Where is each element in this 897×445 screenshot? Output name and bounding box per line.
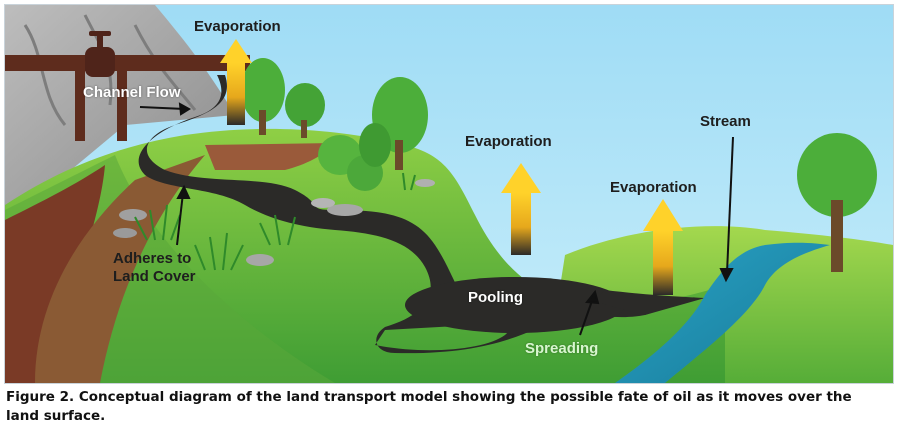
spreading-pointer-head bbox=[585, 289, 600, 305]
label-adheres-line2: Land Cover bbox=[113, 268, 196, 285]
evaporation-arrow-right-shaft bbox=[653, 231, 673, 295]
channel-flow-pointer-head bbox=[178, 102, 191, 116]
label-adheres-line1: Adheres to bbox=[113, 250, 192, 267]
label-pooling: Pooling bbox=[468, 289, 523, 306]
stream-pointer-head bbox=[719, 268, 734, 283]
valve-stem bbox=[97, 33, 103, 49]
oil-spreading-edge bbox=[595, 290, 705, 315]
rocks-group bbox=[113, 179, 435, 266]
evaporation-arrow-middle-shaft bbox=[511, 193, 531, 255]
label-evaporation-right: Evaporation bbox=[610, 179, 697, 196]
label-channel-flow: Channel Flow bbox=[83, 84, 181, 101]
pointer-arrows bbox=[139, 102, 734, 336]
channel-flow-pointer bbox=[139, 106, 186, 110]
label-spreading: Spreading bbox=[525, 340, 599, 357]
pipeline-horizontal bbox=[5, 55, 250, 71]
valve-handle bbox=[89, 31, 111, 36]
oil-pool bbox=[405, 277, 625, 333]
label-evaporation-top: Evaporation bbox=[194, 18, 281, 35]
stream-pointer bbox=[726, 136, 734, 274]
land-transport-diagram: Evaporation Channel Flow Evaporation Eva… bbox=[4, 4, 894, 384]
diagram-illustration bbox=[5, 5, 893, 383]
soil-bank bbox=[5, 165, 105, 383]
label-evaporation-middle: Evaporation bbox=[465, 133, 552, 150]
stream-water bbox=[615, 242, 830, 383]
mulch-slope bbox=[35, 155, 205, 383]
spreading-pointer bbox=[579, 297, 594, 336]
evaporation-arrows bbox=[220, 39, 683, 295]
label-stream: Stream bbox=[700, 113, 751, 130]
pipeline-support-left bbox=[75, 61, 85, 141]
evaporation-arrow-top-head bbox=[220, 39, 252, 63]
trees-group bbox=[241, 58, 877, 272]
adheres-pointer-head bbox=[176, 184, 191, 199]
figure-caption: Figure 2. Conceptual diagram of the land… bbox=[6, 389, 852, 424]
pipeline-valve bbox=[85, 47, 115, 77]
evaporation-arrow-top-shaft bbox=[227, 63, 245, 125]
grass-tufts bbox=[134, 172, 416, 271]
evaporation-arrow-right-head bbox=[643, 199, 683, 231]
evaporation-arrow-middle-head bbox=[501, 163, 541, 193]
mulch-patch bbox=[205, 143, 335, 170]
pipeline-support-right bbox=[117, 61, 127, 141]
adheres-pointer bbox=[176, 192, 184, 246]
